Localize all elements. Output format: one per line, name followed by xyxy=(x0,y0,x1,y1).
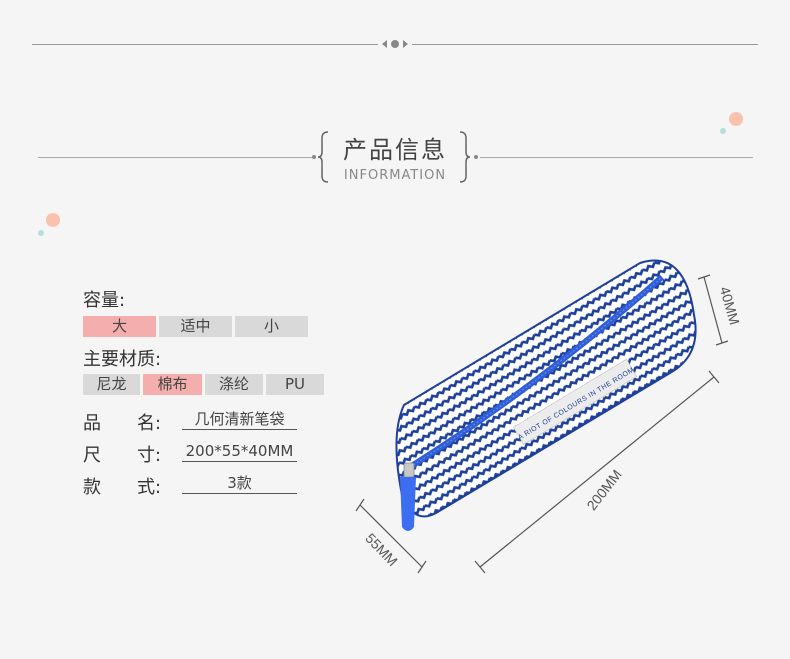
material-option-pu: PU xyxy=(266,374,324,395)
section-title: 产品信息 xyxy=(343,136,447,164)
dimension-width: 55MM xyxy=(362,530,401,569)
material-option-nylon: 尼龙 xyxy=(83,374,140,395)
spec-style-label: 款 式: xyxy=(83,477,162,498)
spec-style-value: 3款 xyxy=(182,473,297,494)
material-label: 主要材质: xyxy=(83,349,162,370)
spec-name-value: 几何清新笔袋 xyxy=(182,409,297,430)
capacity-label: 容量: xyxy=(83,290,126,311)
decor-dot-peach xyxy=(46,213,60,227)
spec-name-label: 品 名: xyxy=(83,413,162,434)
title-dot-left xyxy=(312,155,316,159)
capacity-option-large: 大 xyxy=(83,316,156,337)
divider-ornament xyxy=(378,37,412,51)
spec-size-value: 200*55*40MM xyxy=(182,441,297,462)
capacity-option-medium: 适中 xyxy=(159,316,232,337)
title-dot-right xyxy=(474,155,478,159)
dimension-length: 200MM xyxy=(583,467,624,514)
pencil-case-image: A RIOT OF COLOURS IN THE ROOM 40MM 200MM… xyxy=(340,255,760,589)
section-subtitle: INFORMATION xyxy=(343,168,447,183)
material-option-polyester: 涤纶 xyxy=(205,374,263,395)
material-option-cotton: 棉布 xyxy=(143,374,202,395)
left-brace xyxy=(316,130,330,188)
dimension-height: 40MM xyxy=(717,285,743,327)
capacity-option-small: 小 xyxy=(235,316,308,337)
title-line-right xyxy=(480,157,753,158)
decor-dot-blue xyxy=(38,230,44,236)
spec-size-label: 尺 寸: xyxy=(83,445,162,466)
decor-dot-blue xyxy=(720,128,726,134)
right-brace xyxy=(458,130,472,188)
decor-dot-peach xyxy=(729,112,743,126)
title-line-left xyxy=(38,157,313,158)
